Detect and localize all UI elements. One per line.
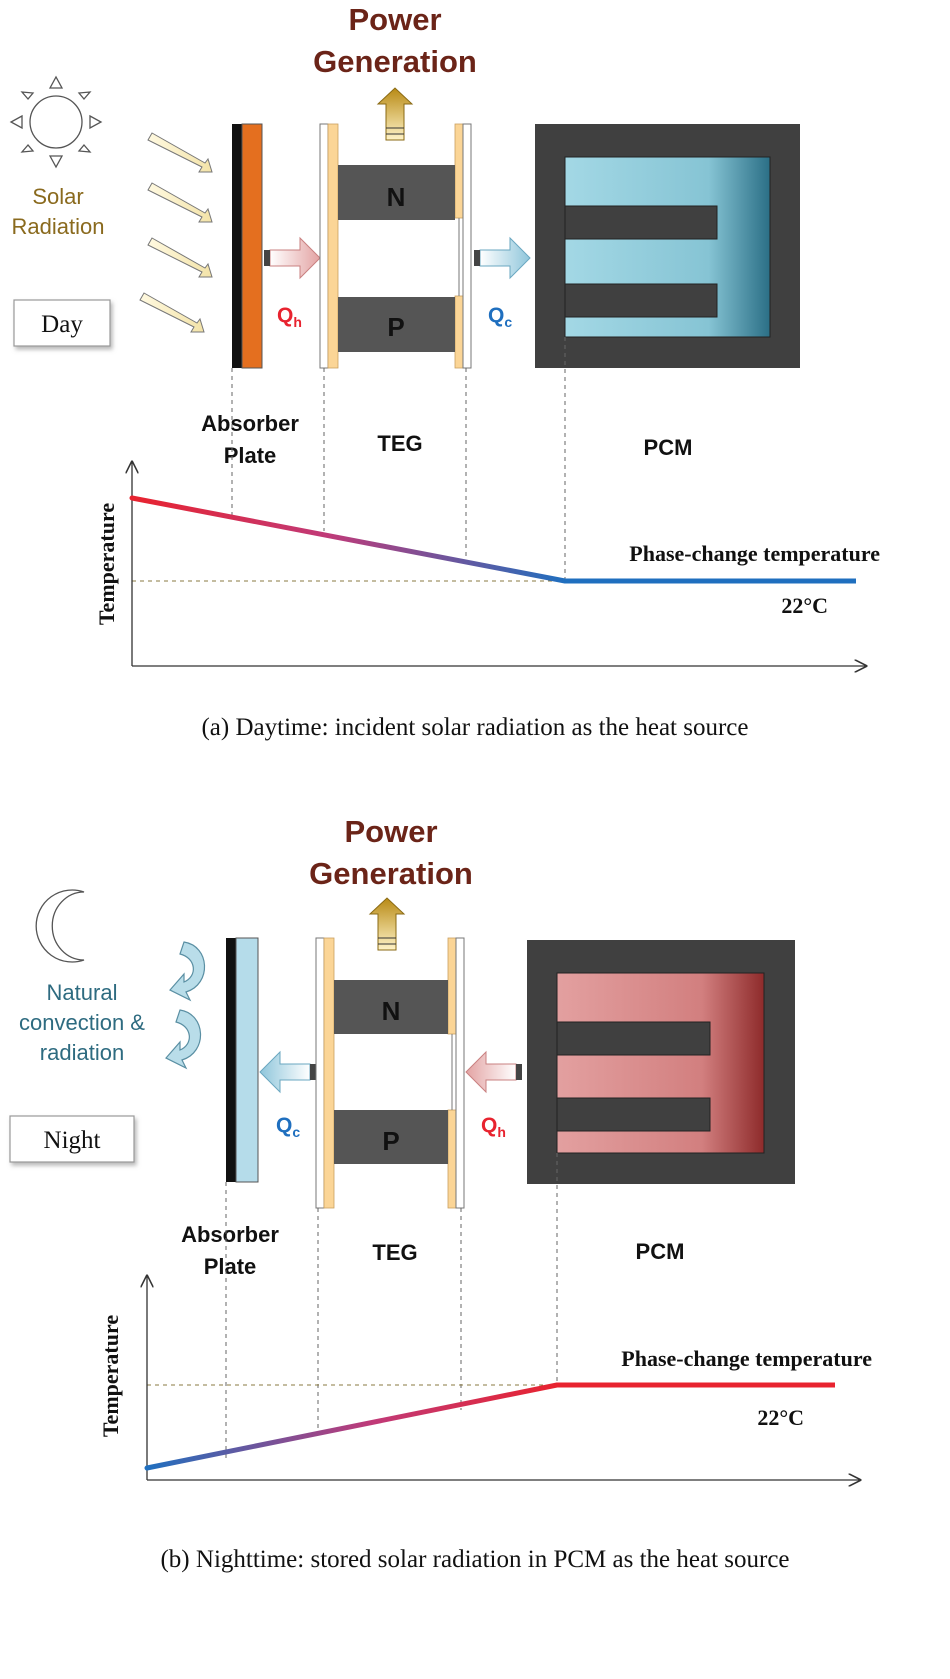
night-source-line2: convection & — [19, 1010, 145, 1035]
panel-b: Power Generation Natural convection & ra… — [9, 814, 872, 1573]
absorber-label-line2: Plate — [224, 443, 277, 468]
teg-module-night — [315, 937, 465, 1209]
day-badge-text: Day — [41, 311, 83, 338]
night-badge: Night — [9, 1115, 135, 1163]
night-source-line3: radiation — [40, 1040, 124, 1065]
q-cold-label: Qc — [488, 304, 512, 330]
power-title-line2: Generation — [309, 856, 473, 891]
power-title-line1: Power — [344, 814, 437, 849]
guide-dashes-night — [147, 1153, 558, 1458]
temperature-axes-night — [147, 1276, 860, 1480]
guide-dashes-day — [132, 337, 566, 582]
q-hot-label: Qh — [481, 1114, 506, 1140]
n-type-label: N — [382, 996, 401, 1026]
convection-arrows-icon — [165, 941, 206, 1070]
phase-change-temp-night: 22°C — [757, 1405, 804, 1430]
phase-change-label-night: Phase-change temperature — [621, 1346, 872, 1371]
pcm-container-night — [527, 940, 795, 1184]
panel-a: Power Generation Solar Radiation — [9, 2, 880, 741]
q-hot-label: Qh — [277, 304, 302, 330]
teg-label: TEG — [372, 1240, 417, 1265]
teg-module-day — [319, 123, 472, 369]
heat-flow-arrow-cold-icon — [259, 1050, 316, 1094]
solar-label-line1: Solar — [32, 184, 83, 209]
heat-flow-arrow-hot-icon — [264, 236, 321, 280]
p-type-label: P — [387, 312, 404, 342]
power-title-line2: Generation — [313, 44, 477, 79]
n-type-label: N — [387, 182, 406, 212]
caption-b: (b) Nighttime: stored solar radiation in… — [160, 1546, 789, 1573]
caption-a: (a) Daytime: incident solar radiation as… — [201, 714, 748, 741]
y-axis-label-day: Temperature — [94, 503, 119, 625]
phase-change-label-day: Phase-change temperature — [629, 541, 880, 566]
power-up-arrow-icon — [368, 897, 406, 951]
absorber-plate-night — [226, 937, 259, 1183]
temperature-profile-day — [129, 495, 856, 584]
teg-label: TEG — [377, 431, 422, 456]
moon-icon — [35, 889, 85, 963]
absorber-plate-day — [232, 123, 263, 369]
p-type-label: P — [382, 1126, 399, 1156]
pcm-label: PCM — [636, 1239, 685, 1264]
heat-flow-arrow-cold-icon — [474, 236, 531, 280]
phase-change-temp-day: 22°C — [781, 593, 828, 618]
pcm-container-day — [535, 124, 800, 368]
y-axis-label-night: Temperature — [98, 1315, 123, 1437]
night-source-line1: Natural — [47, 980, 118, 1005]
absorber-label-line1: Absorber — [201, 411, 299, 436]
heat-flow-arrow-hot-icon — [465, 1050, 522, 1094]
absorber-label-line2: Plate — [204, 1254, 257, 1279]
day-badge: Day — [13, 299, 111, 347]
solar-ray-arrows-icon — [139, 132, 213, 333]
pcm-label: PCM — [644, 435, 693, 460]
sun-icon — [9, 75, 103, 169]
absorber-label-line1: Absorber — [181, 1222, 279, 1247]
solar-label-line2: Radiation — [12, 214, 105, 239]
temperature-profile-night — [144, 1382, 835, 1471]
q-cold-label: Qc — [276, 1114, 300, 1140]
power-title-line1: Power — [348, 2, 441, 37]
night-badge-text: Night — [44, 1127, 101, 1154]
power-up-arrow-icon — [376, 87, 414, 141]
